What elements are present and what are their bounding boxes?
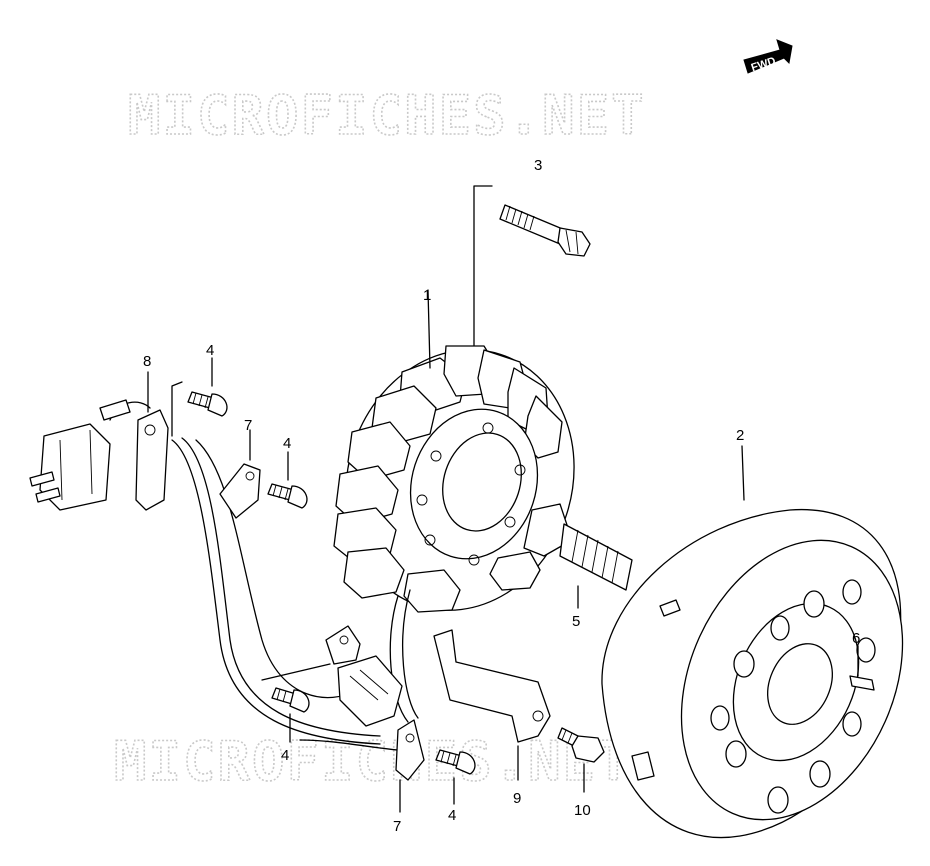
callout-4a: 4 xyxy=(206,342,214,359)
callout-6: 6 xyxy=(852,630,860,647)
callout-10: 10 xyxy=(574,802,591,819)
flywheel-bolt-part-5 xyxy=(523,503,633,609)
bolt-part-10 xyxy=(557,727,605,793)
callout-4c: 4 xyxy=(281,747,289,764)
flywheel-rotor-part-2 xyxy=(601,445,904,839)
screw-part-4-lower xyxy=(435,749,476,805)
screw-part-4-lower-left xyxy=(261,663,331,743)
callout-2: 2 xyxy=(736,427,744,444)
key-part-6 xyxy=(849,645,875,691)
wiring-harness xyxy=(109,401,421,753)
callout-5: 5 xyxy=(572,613,580,630)
callout-4b: 4 xyxy=(283,435,291,452)
callout-7b: 7 xyxy=(393,818,401,835)
forward-direction-arrow-icon: FWD xyxy=(743,39,793,74)
connector-plug xyxy=(29,399,131,511)
watermark-top: MICROFICHES.NET xyxy=(128,84,646,147)
stator-bolt-part-3 xyxy=(473,185,591,453)
screw-part-4-upper xyxy=(187,357,228,417)
clamp-part-7-lower xyxy=(395,719,425,813)
stator-coil-part-1 xyxy=(333,289,575,613)
callout-3: 3 xyxy=(534,157,542,174)
watermark-bottom: MICROFICHES.NET xyxy=(114,730,632,793)
callout-8: 8 xyxy=(143,353,151,370)
wire-clamp-part-8 xyxy=(135,371,183,511)
callout-9: 9 xyxy=(513,790,521,807)
pickup-coil xyxy=(325,625,403,727)
callout-7a: 7 xyxy=(244,417,252,434)
clamp-part-7-upper xyxy=(219,429,261,519)
bracket-part-9 xyxy=(433,629,551,781)
screw-part-4-mid xyxy=(267,451,308,509)
callout-4d: 4 xyxy=(448,807,456,824)
callout-1: 1 xyxy=(423,287,431,304)
